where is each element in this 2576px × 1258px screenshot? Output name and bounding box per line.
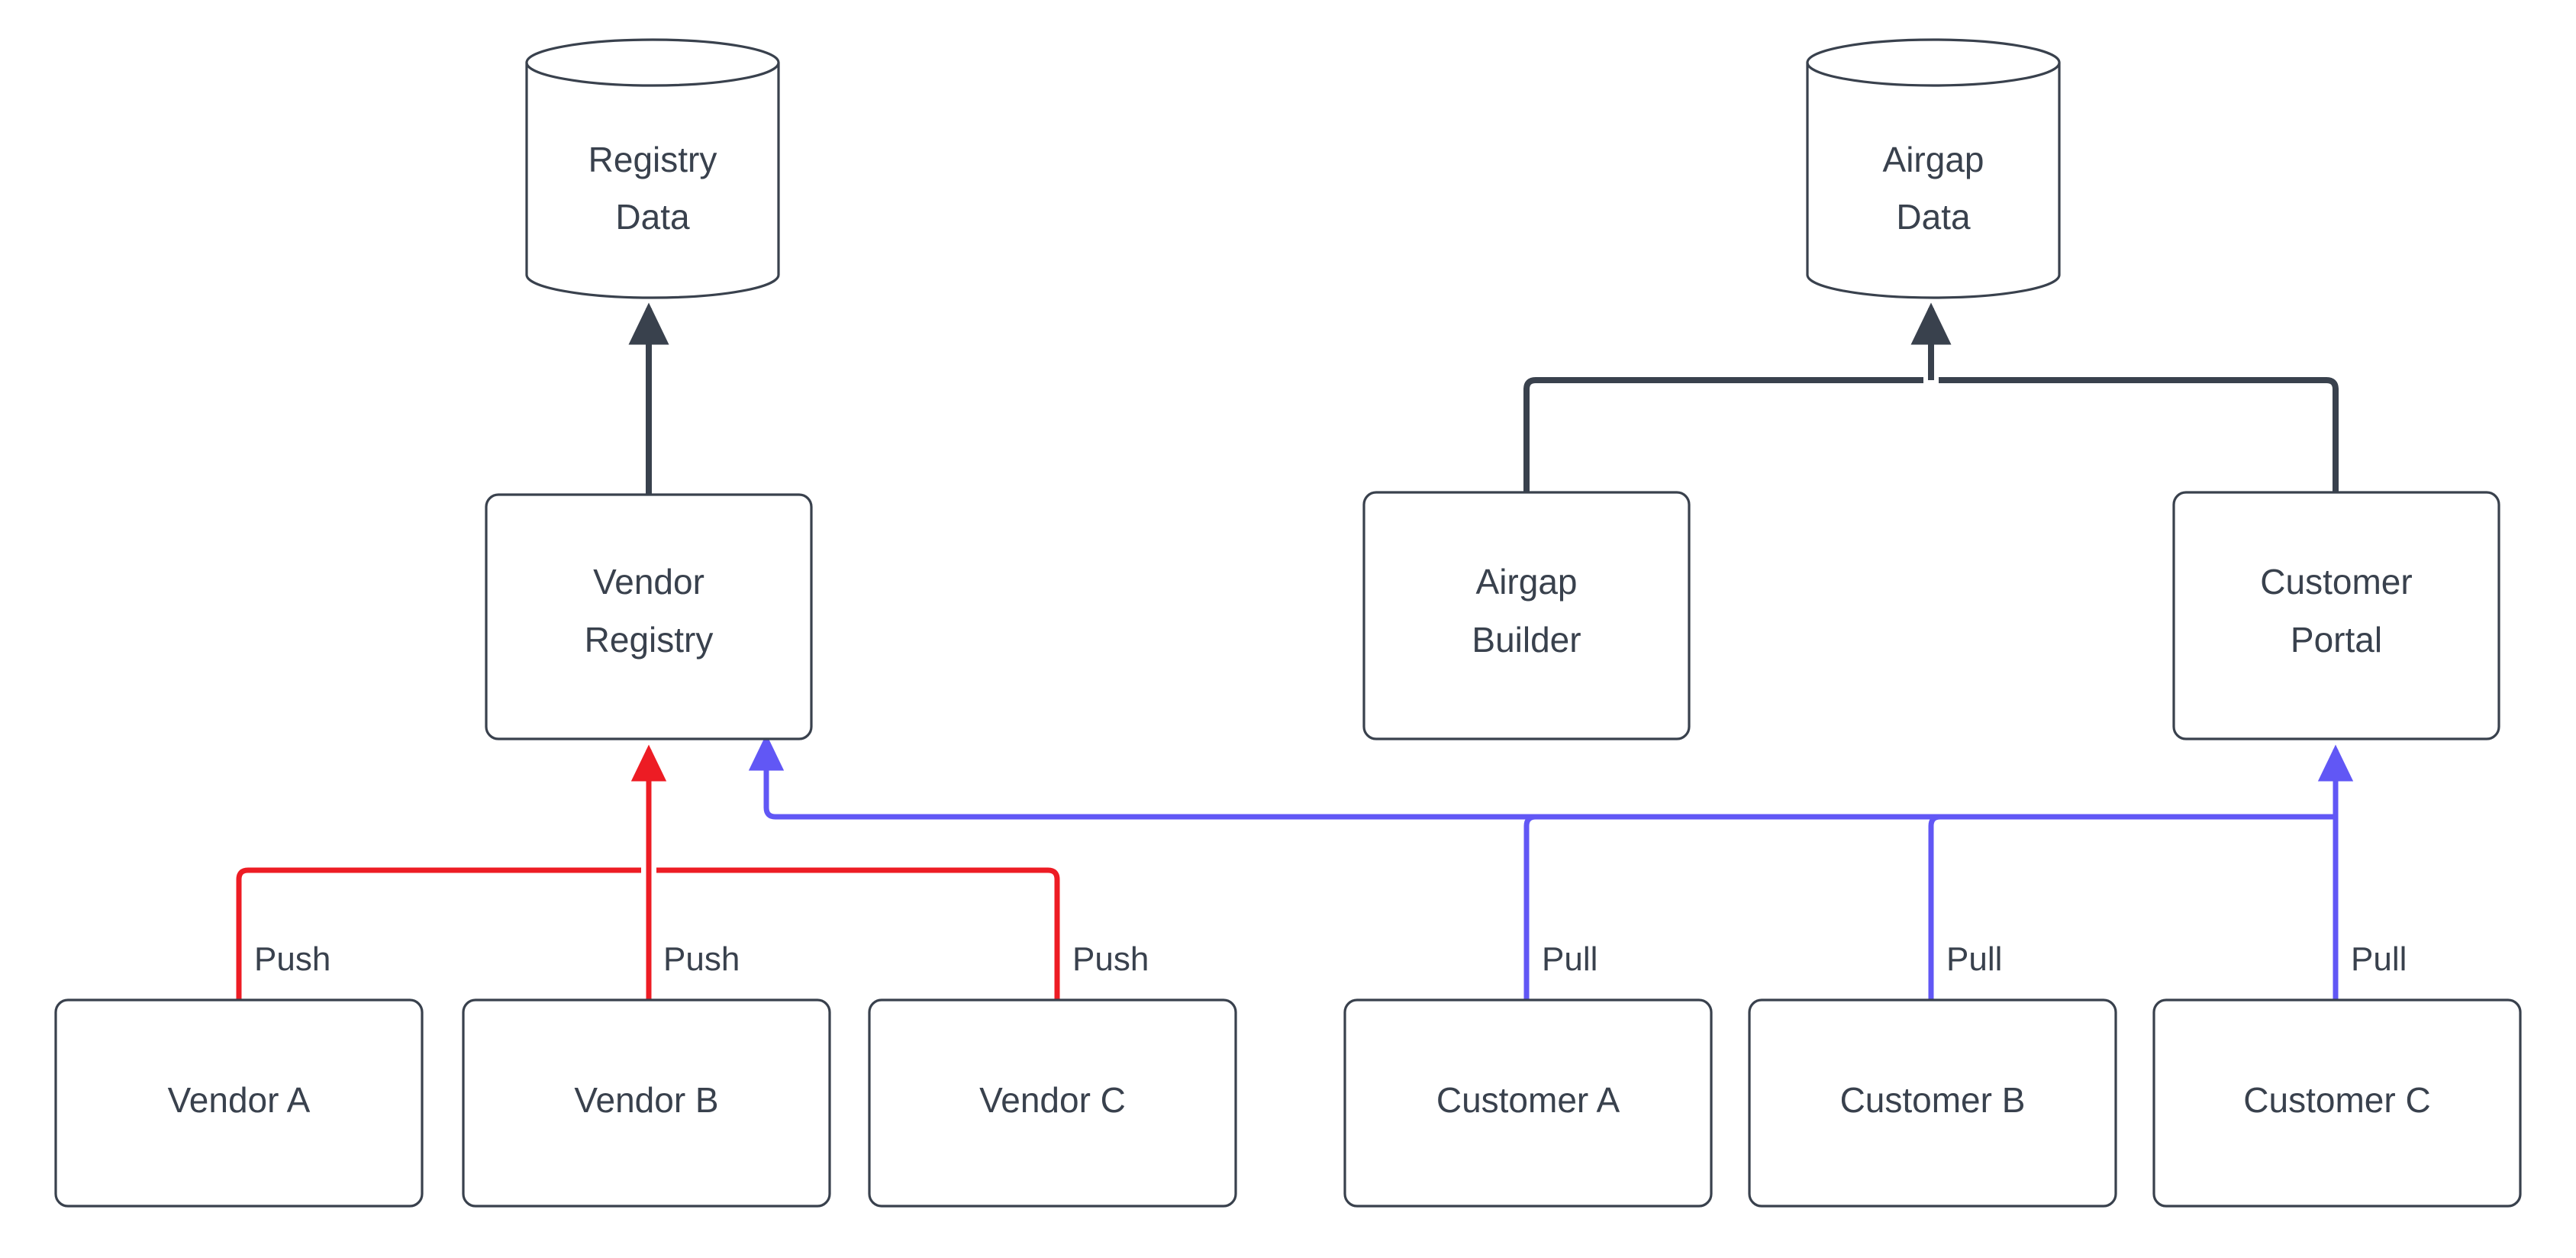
customer-c-box — [2152, 998, 2522, 1208]
node-vendor-b[interactable]: Vendor B — [462, 998, 831, 1208]
edge-pull-customer-a — [1523, 814, 1536, 1000]
vendor-registry-label-line2: Registry — [585, 620, 714, 660]
registry-data-cylinder-body — [525, 61, 780, 299]
edge-pull-trunk-to-vendor-registry — [763, 739, 2336, 820]
vendor-c-box — [868, 998, 1237, 1208]
edge-label-pull-customer-b: Pull — [1946, 940, 2002, 978]
node-vendor-registry[interactable]: Vendor Registry — [485, 493, 813, 740]
vendor-b-box — [462, 998, 831, 1208]
airgap-data-cylinder-top — [1806, 38, 2061, 87]
registry-data-label-line2: Data — [615, 197, 690, 237]
vendor-registry-box — [485, 493, 813, 740]
vendor-c-label: Vendor C — [979, 1080, 1126, 1120]
node-customer-c[interactable]: Customer C — [2152, 998, 2522, 1208]
customer-a-label: Customer A — [1436, 1080, 1620, 1120]
node-vendor-a[interactable]: Vendor A — [54, 998, 424, 1208]
vendor-a-label: Vendor A — [168, 1080, 311, 1120]
airgap-builder-box — [1362, 491, 1691, 740]
edge-label-pull-customer-c: Pull — [2351, 940, 2407, 978]
airgap-data-label-line2: Data — [1896, 197, 1971, 237]
registry-data-label-line1: Registry — [588, 140, 717, 179]
edge-push-vendor-a — [236, 867, 641, 1000]
edge-customer-portal-to-airgap-data — [1939, 377, 2339, 492]
customer-portal-label-line2: Portal — [2291, 620, 2382, 660]
customer-b-box — [1748, 998, 2117, 1208]
node-airgap-data[interactable]: Airgap Data — [1806, 38, 2061, 299]
registry-data-cylinder-top — [525, 38, 780, 87]
node-vendor-c[interactable]: Vendor C — [868, 998, 1237, 1208]
vendor-a-box — [54, 998, 424, 1208]
edge-pull-customer-b — [1928, 814, 1941, 1000]
customer-portal-box — [2172, 491, 2500, 740]
edge-label-pull-customer-a: Pull — [1542, 940, 1598, 978]
customer-b-label: Customer B — [1840, 1080, 2026, 1120]
airgap-builder-label-line1: Airgap — [1476, 562, 1578, 602]
edge-airgap-builder-to-airgap-data — [1523, 377, 1923, 492]
vendor-b-label: Vendor B — [574, 1080, 718, 1120]
airgap-data-label-line1: Airgap — [1883, 140, 1984, 179]
edge-push-vendor-c — [656, 867, 1060, 1000]
node-registry-data[interactable]: Registry Data — [525, 38, 780, 299]
customer-c-label: Customer C — [2243, 1080, 2430, 1120]
node-customer-a[interactable]: Customer A — [1343, 998, 1713, 1208]
customer-a-box — [1343, 998, 1713, 1208]
node-airgap-builder[interactable]: Airgap Builder — [1362, 491, 1691, 740]
node-customer-b[interactable]: Customer B — [1748, 998, 2117, 1208]
vendor-registry-label-line1: Vendor — [593, 562, 704, 602]
customer-portal-label-line1: Customer — [2260, 562, 2412, 602]
airgap-builder-label-line2: Builder — [1472, 620, 1581, 660]
edge-label-push-vendor-a: Push — [254, 940, 330, 978]
edge-label-push-vendor-b: Push — [663, 940, 740, 978]
edge-label-push-vendor-c: Push — [1072, 940, 1149, 978]
node-customer-portal[interactable]: Customer Portal — [2172, 491, 2500, 740]
airgap-data-cylinder-body — [1806, 61, 2061, 299]
